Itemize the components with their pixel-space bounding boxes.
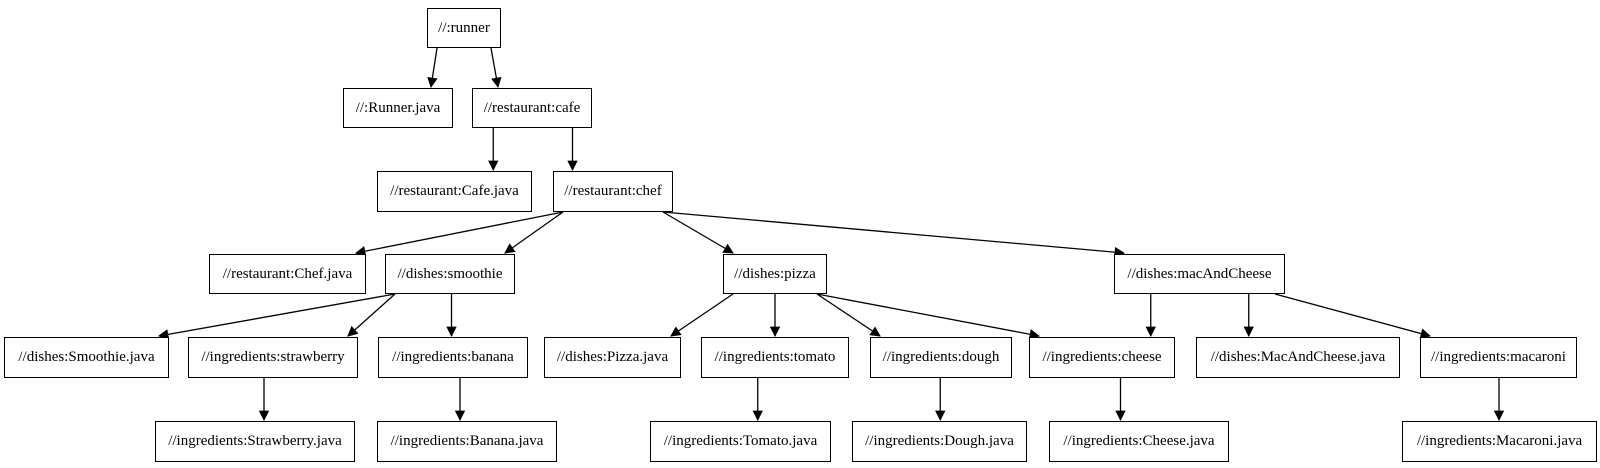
graph-node-cafe: //restaurant:cafe — [472, 88, 592, 128]
graph-node-dough: //ingredients:dough — [870, 337, 1012, 378]
graph-node-chef: //restaurant:chef — [553, 171, 673, 212]
graph-node-chef_java: //restaurant:Chef.java — [209, 254, 366, 294]
edge-chef-to-smoothie — [504, 211, 564, 254]
graph-node-macaroni: //ingredients:macaroni — [1420, 337, 1577, 378]
graph-node-runner: //:runner — [427, 8, 501, 48]
graph-node-strawberry_java: //ingredients:Strawberry.java — [155, 421, 355, 462]
edge-runner-to-cafe — [490, 47, 502, 89]
edge-smoothie-to-smoothie_java — [157, 293, 396, 340]
graph-node-banana_java: //ingredients:Banana.java — [377, 421, 557, 462]
edge-runner-to-runner_java — [427, 47, 438, 89]
graph-node-runner_java: //:Runner.java — [343, 88, 453, 128]
graph-node-cheese: //ingredients:cheese — [1029, 337, 1175, 378]
edge-smoothie-to-strawberry — [347, 293, 396, 337]
graph-node-pizza: //dishes:pizza — [723, 254, 827, 294]
edge-chef-to-mac_and_cheese — [662, 211, 1126, 258]
edge-pizza-to-pizza_java — [670, 293, 734, 337]
graph-node-mac_and_cheese: //dishes:macAndCheese — [1114, 254, 1285, 294]
graph-node-dough_java: //ingredients:Dough.java — [852, 421, 1027, 462]
edge-chef-to-chef_java — [354, 211, 564, 257]
graph-node-cafe_java: //restaurant:Cafe.java — [377, 171, 532, 212]
graph-node-pizza_java: //dishes:Pizza.java — [544, 337, 681, 378]
graph-node-tomato: //ingredients:tomato — [701, 337, 849, 378]
edge-group — [157, 47, 1505, 422]
graph-node-smoothie: //dishes:smoothie — [385, 254, 515, 294]
edge-mac_and_cheese-to-macaroni — [1274, 293, 1432, 339]
graph-node-cheese_java: //ingredients:Cheese.java — [1049, 421, 1229, 462]
edge-pizza-to-cheese — [816, 293, 1041, 340]
graph-node-tomato_java: //ingredients:Tomato.java — [650, 421, 831, 462]
graph-node-smoothie_java: //dishes:Smoothie.java — [4, 337, 169, 378]
edge-pizza-to-dough — [816, 293, 881, 337]
graph-node-mac_and_cheese_java: //dishes:MacAndCheese.java — [1196, 337, 1400, 378]
graph-node-banana: //ingredients:banana — [378, 337, 528, 378]
edge-chef-to-pizza — [662, 211, 734, 254]
graph-node-strawberry: //ingredients:strawberry — [188, 337, 358, 378]
graph-node-macaroni_java: //ingredients:Macaroni.java — [1402, 421, 1597, 462]
